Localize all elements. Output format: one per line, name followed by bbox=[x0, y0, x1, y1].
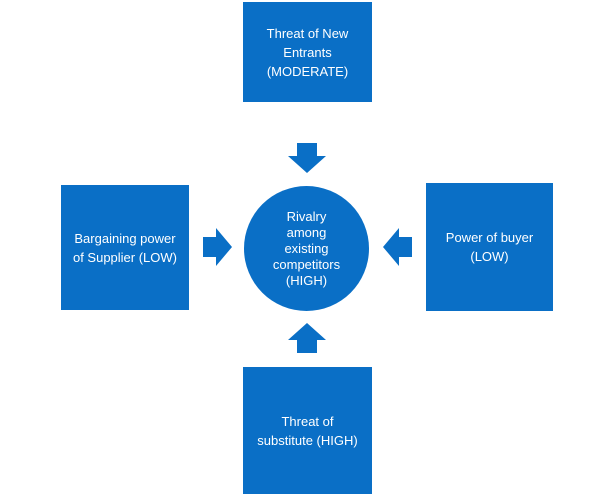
arrow-down-icon bbox=[288, 143, 326, 173]
force-box-supplier-power: Bargaining power of Supplier (LOW) bbox=[61, 185, 189, 310]
rivalry-label: Rivalry among existing competitors (HIGH… bbox=[272, 208, 341, 288]
new-entrants-label: Threat of New Entrants (MODERATE) bbox=[266, 25, 349, 79]
force-box-new-entrants: Threat of New Entrants (MODERATE) bbox=[243, 2, 372, 102]
arrow-right-icon bbox=[203, 228, 232, 266]
arrow-left-icon bbox=[383, 228, 412, 266]
buyer-power-label: Power of buyer (LOW) bbox=[445, 230, 534, 264]
rivalry-circle: Rivalry among existing competitors (HIGH… bbox=[244, 186, 369, 311]
force-box-buyer-power: Power of buyer (LOW) bbox=[426, 183, 553, 311]
substitutes-label: Threat of substitute (HIGH) bbox=[257, 413, 358, 448]
force-box-substitutes: Threat of substitute (HIGH) bbox=[243, 367, 372, 494]
supplier-power-label: Bargaining power of Supplier (LOW) bbox=[72, 230, 178, 265]
arrow-up-icon bbox=[288, 323, 326, 353]
